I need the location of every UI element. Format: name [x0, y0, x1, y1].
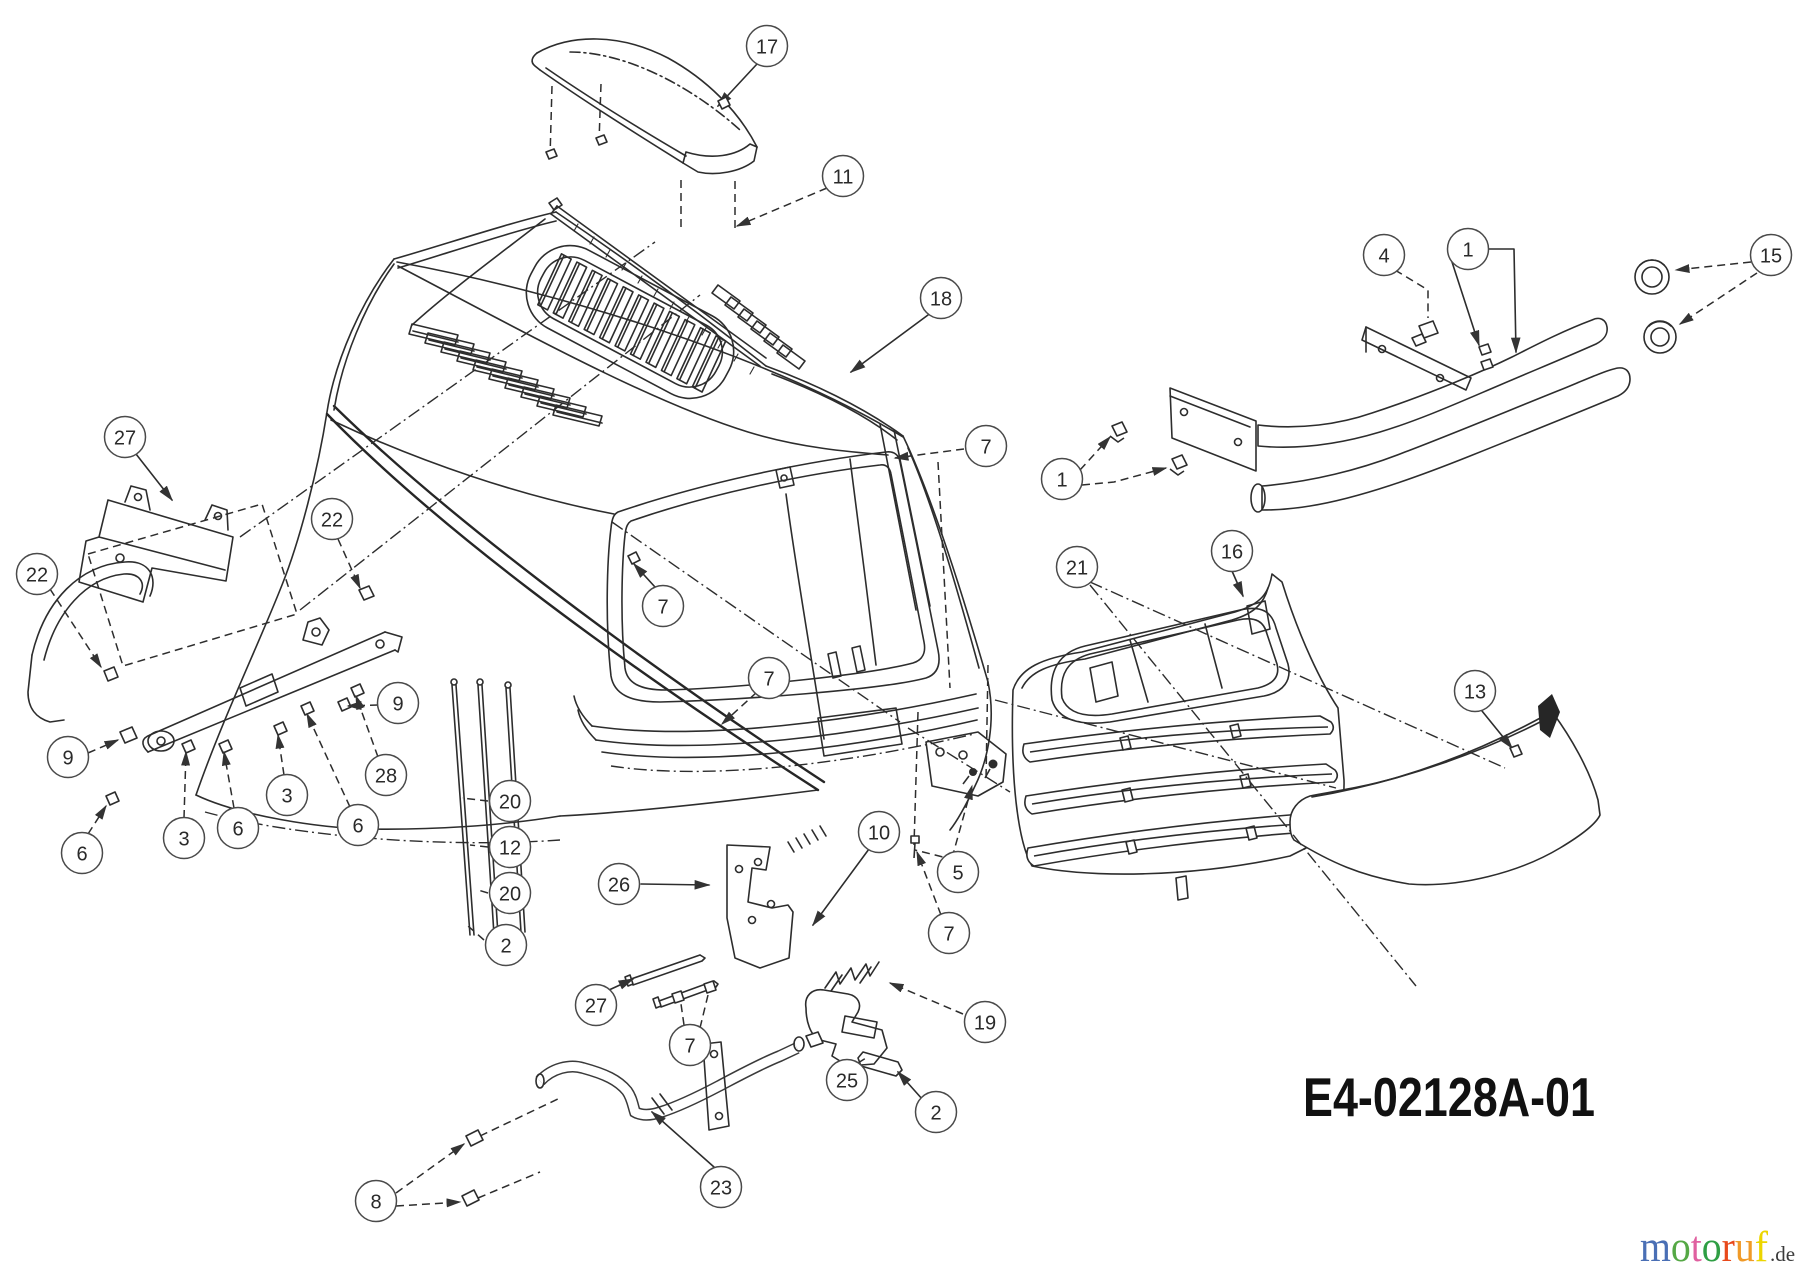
svg-text:E4-02128A-01: E4-02128A-01 — [1303, 1066, 1595, 1128]
svg-text:12: 12 — [499, 838, 521, 860]
svg-text:18: 18 — [930, 289, 952, 311]
svg-text:5: 5 — [952, 863, 963, 885]
svg-text:9: 9 — [62, 748, 73, 770]
svg-text:22: 22 — [26, 565, 48, 587]
svg-text:7: 7 — [684, 1036, 695, 1058]
svg-text:7: 7 — [763, 669, 774, 691]
svg-text:21: 21 — [1066, 558, 1088, 580]
svg-text:11: 11 — [833, 167, 854, 189]
svg-text:17: 17 — [756, 37, 778, 59]
svg-text:3: 3 — [281, 786, 292, 808]
svg-text:6: 6 — [76, 844, 87, 866]
svg-text:4: 4 — [1378, 246, 1389, 268]
svg-text:6: 6 — [352, 816, 363, 838]
svg-text:.de: .de — [1770, 1242, 1795, 1266]
svg-text:1: 1 — [1462, 240, 1473, 262]
svg-text:27: 27 — [585, 996, 607, 1018]
svg-text:6: 6 — [232, 819, 243, 841]
svg-text:20: 20 — [499, 884, 521, 906]
svg-text:7: 7 — [943, 924, 954, 946]
svg-text:1: 1 — [1056, 470, 1067, 492]
svg-text:16: 16 — [1221, 542, 1243, 564]
svg-text:13: 13 — [1464, 682, 1486, 704]
svg-text:7: 7 — [980, 437, 991, 459]
svg-text:28: 28 — [375, 766, 397, 788]
svg-text:2: 2 — [500, 936, 511, 958]
svg-text:10: 10 — [868, 823, 890, 845]
svg-text:20: 20 — [499, 792, 521, 814]
svg-text:2: 2 — [930, 1103, 941, 1125]
svg-text:3: 3 — [178, 829, 189, 851]
svg-text:9: 9 — [392, 694, 403, 716]
svg-text:26: 26 — [608, 875, 630, 897]
svg-text:27: 27 — [114, 428, 136, 450]
svg-text:22: 22 — [321, 510, 343, 532]
svg-text:25: 25 — [836, 1071, 858, 1093]
svg-text:23: 23 — [710, 1178, 732, 1200]
svg-text:19: 19 — [974, 1013, 996, 1035]
svg-text:7: 7 — [657, 597, 668, 619]
svg-text:motoruf: motoruf — [1640, 1224, 1769, 1271]
svg-text:8: 8 — [370, 1192, 381, 1214]
svg-text:15: 15 — [1760, 246, 1782, 268]
